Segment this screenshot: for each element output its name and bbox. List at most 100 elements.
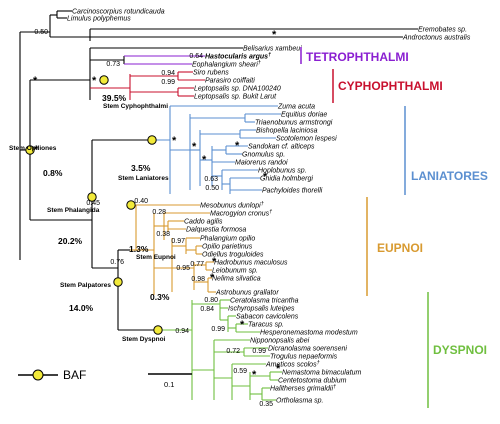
support-value-caddo_dalq: 0.38: [156, 231, 170, 238]
group-label-tetrophthalmi: TETROPHTHALMI: [306, 50, 409, 64]
baf-value-opiliones: 0.8%: [43, 168, 63, 178]
group-label-cyphophthalmi: CYPHOPHTHALMI: [338, 79, 443, 93]
tip-label-nipponopsalis: Nipponopsalis abei: [250, 338, 310, 345]
tip-label-phalangium: Phalangium opilio: [200, 236, 255, 243]
node-star-opil-b: *: [34, 144, 39, 156]
stem-label-phalangida: Stem Phalangida: [47, 207, 100, 214]
stem-label-palpatores: Stem Palpatores: [60, 282, 111, 289]
support-value-siro_paras: 0.94: [161, 70, 175, 77]
baf-node-marker-laniatores: [147, 135, 157, 145]
group-laniatores: LANIATORES: [404, 106, 488, 195]
tip-label-lepto_bukit: Leptopsalis sp. Bukit Larut: [194, 94, 277, 101]
tip-label-centetostoma: Centetostoma dubium: [278, 378, 347, 385]
tip-label-macrogyion: Macrogyion cronus†: [210, 209, 272, 218]
support-value-tetro: 0.64: [189, 53, 203, 60]
group-cyphophthalmi: CYPHOPHTHALMI: [332, 69, 443, 103]
support-value-outgroup_top: 0.50: [34, 29, 48, 36]
tip-label-limulus: Limulus polyphemus: [67, 16, 131, 23]
node-star-nemastoma: *: [276, 363, 281, 375]
baf-value-cyphophthalmi: 39.5%: [102, 93, 127, 103]
node-star-lan-b: *: [192, 141, 197, 153]
group-label-eupnoi: EUPNOI: [377, 241, 423, 255]
tip-label-carcinoscorpius: Carcinoscorpius rotundicauda: [72, 9, 165, 16]
baf-node-marker-palpatores: [113, 277, 123, 287]
tip-label-triaenobunus: Triaenobunus armstrongi: [255, 120, 333, 127]
group-label-dyspnoi: DYSPNOI: [433, 343, 487, 357]
group-label-laniatores: LANIATORES: [411, 169, 488, 183]
tip-label-odiellus: Odiellus troguloides: [202, 252, 264, 259]
baf-value-phalangida: 20.2%: [58, 236, 83, 246]
baf-node-marker-phalangida: [87, 192, 97, 202]
tip-label-maiorerus: Maiorerus randoi: [235, 160, 288, 167]
stem-label-eupnoi: Stem Eupnoi: [136, 254, 176, 261]
stem-label-opiliones: Stem Opiliones: [9, 145, 57, 152]
support-value-eup_dys: 0.76: [110, 259, 124, 266]
stem-label-dyspnoi: Stem Dyspnoi: [122, 336, 166, 343]
tip-label-astrobunus: Astrobunus grallator: [215, 290, 279, 297]
baf-node-marker-opiliones: [25, 145, 35, 155]
support-value-dys_a: 0.84: [200, 306, 214, 313]
support-value-dys_top: 0.80: [204, 297, 218, 304]
tip-label-dicranolasma: Dicranolasma soerenseni: [268, 346, 347, 353]
tip-label-ceratolasma: Ceratolasma tricantha: [230, 298, 299, 305]
tip-label-halitherses: Halitherses grimaldii†: [270, 384, 336, 393]
support-value-cyph_clade: 0.73: [106, 61, 120, 68]
group-eupnoi: EUPNOI: [366, 197, 423, 296]
baf-value-dyspnoi: 0.3%: [150, 292, 170, 302]
tip-label-taracus: Taracus sp.: [248, 322, 284, 329]
tip-label-ortholasma: Ortholasma sp.: [276, 398, 324, 405]
support-value-lepto: 0.99: [161, 79, 175, 86]
tip-label-nelima: Nelima silvatica: [212, 276, 261, 283]
tip-label-sandokan: Sandokan cf. alticeps: [248, 144, 315, 151]
tip-label-androctonus: Androctonus australis: [402, 35, 471, 42]
tip-label-hoplobunus: Hoplobunus sp.: [258, 168, 307, 175]
tip-label-parasiro: Parasiro coiffaiti: [205, 78, 255, 85]
support-value-phal_opil: 0.97: [171, 238, 185, 245]
tip-label-ameticos: Ameticos scolos†: [265, 360, 320, 369]
tip-label-hastocularis: Hastocularis argus†: [205, 52, 271, 61]
tip-label-eremobates: Eremobates sp.: [418, 27, 467, 34]
support-value-neliima: 0.98: [191, 276, 205, 283]
baf-node-marker-eupnoi-top: [126, 200, 136, 210]
scale-bar-label: 0.1: [164, 380, 174, 389]
support-value-dys_b: 0.99: [211, 326, 225, 333]
baf-node-marker-cyph: [99, 75, 109, 85]
legend-baf-label: BAF: [63, 368, 86, 382]
legend-baf: BAF: [18, 368, 86, 382]
tip-label-pachyloides: Pachyloides thorelli: [262, 188, 323, 195]
support-value-dys_f: 0.35: [259, 401, 273, 408]
stem-label-cyphophthalmi: Stem Cyphophthalmi: [103, 103, 168, 110]
support-value-eupnoi_top: 0.40: [134, 198, 148, 205]
tip-label-lepto_dna: Leptopsalis sp. DNA100240: [194, 86, 281, 93]
tip-label-leiobunum: Leiobunum sp.: [212, 268, 258, 275]
tip-label-ischyropsalis: Ischyropsalis luteipes: [228, 306, 295, 313]
node-star-sandokan: *: [235, 140, 240, 152]
node-star-hadro: *: [212, 256, 217, 268]
tip-label-hesperonemastoma: Hesperonemastoma modestum: [260, 330, 358, 337]
tip-label-zuma: Zuma acuta: [277, 104, 315, 111]
tip-label-eophalangium: Eophalangium sheari†: [192, 60, 261, 69]
fossil-mark: †: [333, 384, 336, 390]
tip-label-caddo: Caddo agilis: [184, 219, 223, 226]
node-star-taracus: *: [240, 319, 245, 331]
support-value-dys_d: 0.99: [252, 348, 266, 355]
baf-value-palpatores: 14.0%: [69, 303, 94, 313]
tip-label-hadrobunus: Hadrobunus maculosus: [214, 260, 288, 267]
fossil-mark: †: [317, 360, 320, 366]
baf-node-markers: [25, 75, 163, 335]
tip-label-opilio: Opilio parietinus: [202, 244, 253, 251]
baf-value-eupnoi: 1.3%: [129, 244, 149, 254]
scale-bar: 0.1: [148, 373, 192, 389]
tip-label-gnidia: Gnidia holmbergi: [260, 176, 313, 183]
support-value-macro_inner: 0.28: [152, 209, 166, 216]
group-dyspnoi: DYSPNOI: [427, 292, 487, 408]
tip-label-bishopella: Bishopella laciniosa: [256, 128, 318, 135]
support-value-phalangida: 0.45: [86, 200, 100, 207]
node-star-dys-e: *: [252, 369, 257, 381]
tip-label-mesobunus: Mesobunus dunlopi†: [200, 201, 264, 210]
group-tetrophthalmi: TETROPHTHALMI: [300, 47, 409, 64]
baf-value-laniatores: 3.5%: [131, 163, 151, 173]
tip-label-sabacon: Sabacon cavicolens: [236, 314, 299, 321]
